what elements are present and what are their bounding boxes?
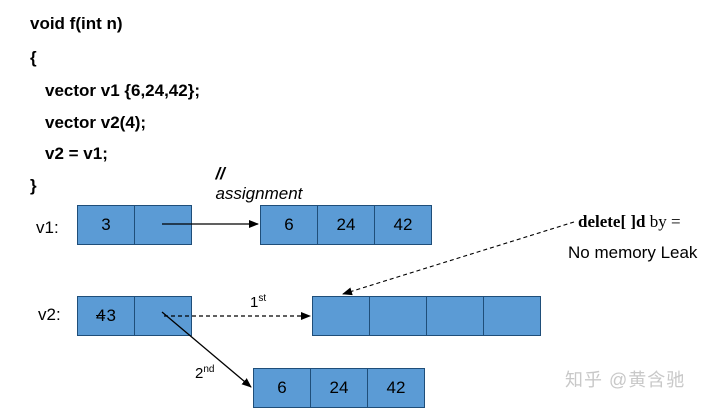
v2-old-element <box>483 296 541 336</box>
code-line-assignment: v2 = v1; <box>45 144 108 163</box>
v2-label: v2: <box>38 305 61 324</box>
v1-elements: 6 24 42 <box>260 205 432 245</box>
first-arrow-label: 1st <box>250 291 266 311</box>
delete-note: delete[ ]d by = <box>578 212 681 232</box>
second-label-number: 2 <box>195 365 204 382</box>
v2-old-size: 4 <box>96 306 106 325</box>
v1-element: 42 <box>374 205 432 245</box>
v1-label: v1: <box>36 218 59 237</box>
second-arrow <box>161 311 252 388</box>
v1-handle: 3 <box>77 205 192 245</box>
leak-note: No memory Leak <box>568 243 698 262</box>
delete-note-bold: delete[ ]d <box>578 212 646 231</box>
delete-dashed-arrow <box>342 221 575 296</box>
delete-note-rest: by = <box>645 212 681 231</box>
v2-old-elements <box>312 296 541 336</box>
first-label-number: 1 <box>250 294 259 311</box>
v1-element: 24 <box>317 205 375 245</box>
v2-new-size: 3 <box>106 306 116 325</box>
code-comment: // assignment <box>206 144 302 204</box>
second-label-suffix: nd <box>203 364 215 375</box>
comment-slashes: // <box>215 164 225 183</box>
code-line-open-brace: { <box>30 48 37 67</box>
v2-old-element <box>369 296 427 336</box>
second-arrow-label: 2nd <box>195 362 214 382</box>
code-line-v2-decl: vector v2(4); <box>45 113 147 132</box>
v2-old-element <box>312 296 370 336</box>
watermark: 知乎 @黄含驰 <box>565 370 686 390</box>
v1-element: 6 <box>260 205 318 245</box>
v1-pointer-cell <box>134 205 192 245</box>
first-label-suffix: st <box>258 293 267 304</box>
code-line-close-brace: } <box>30 176 37 195</box>
v2-new-elements: 6 24 42 <box>253 368 425 408</box>
comment-text: assignment <box>215 184 303 203</box>
code-line-signature: void f(int n) <box>30 14 123 33</box>
code-line-v1-decl: vector v1 {6,24,42}; <box>45 81 200 100</box>
